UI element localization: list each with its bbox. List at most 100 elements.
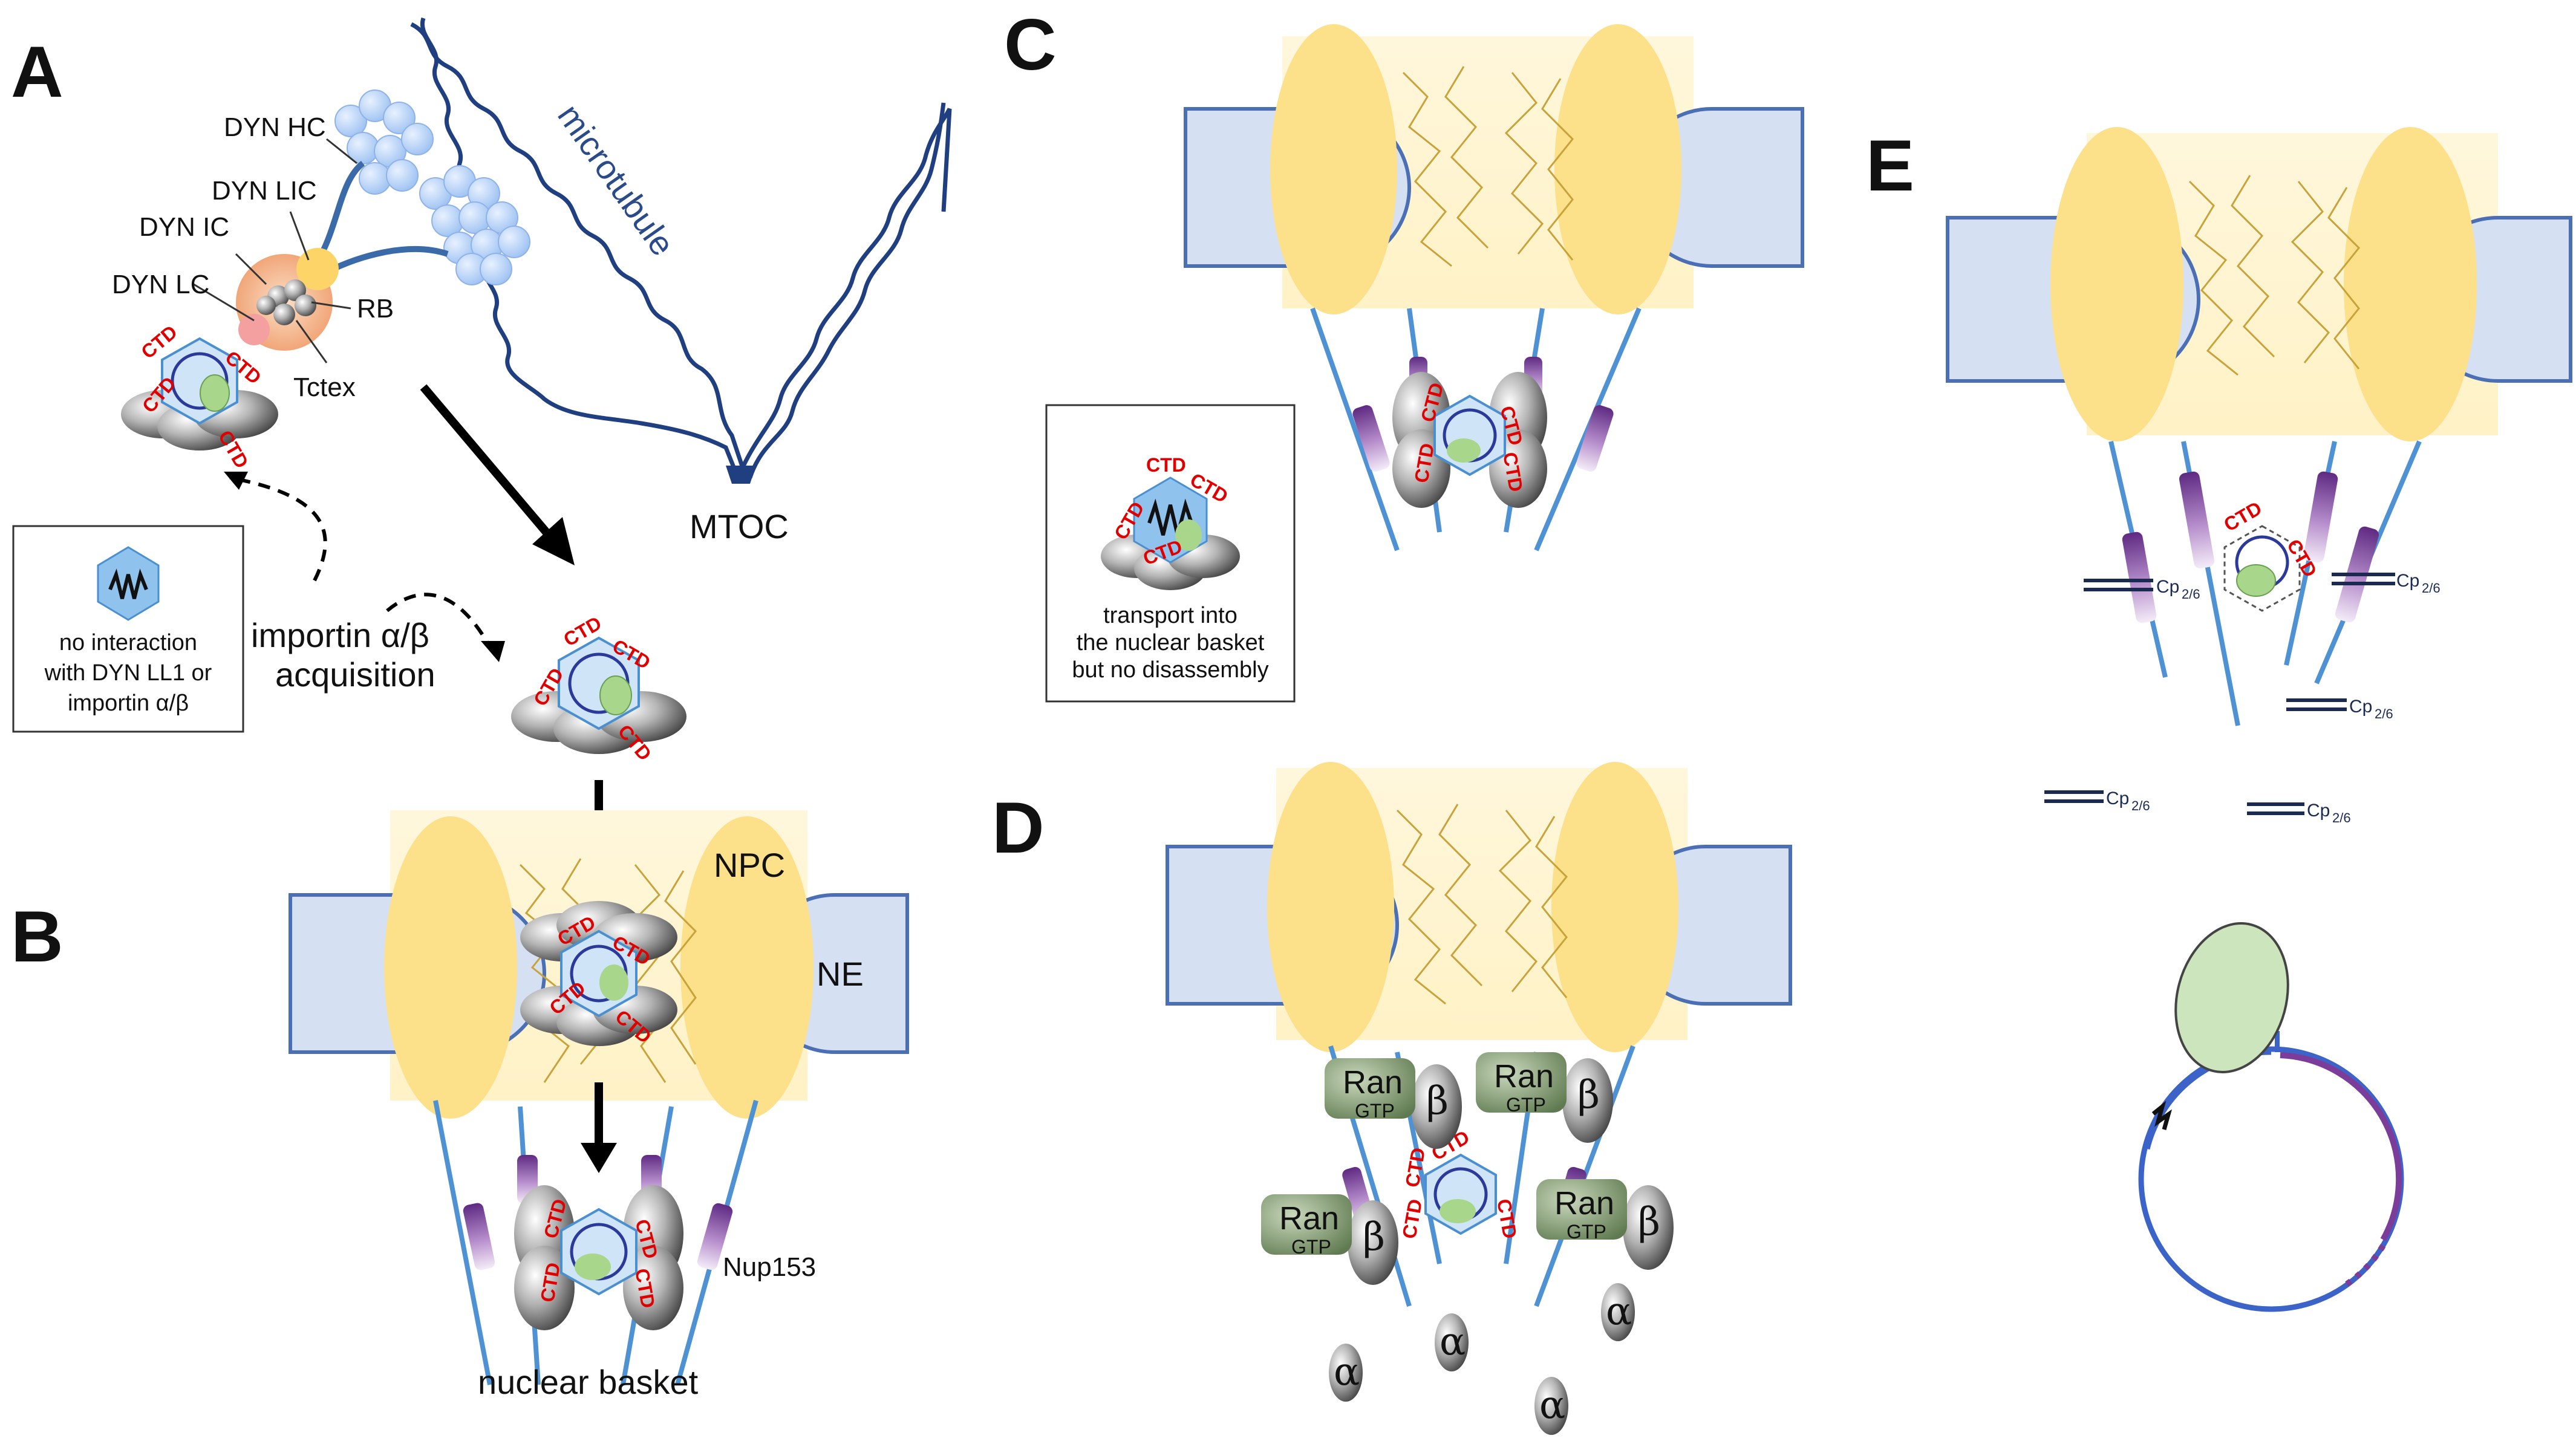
ctd-label: CTD: [1398, 1197, 1426, 1240]
cp-subscript: 2/6: [2332, 810, 2351, 825]
nup153-left: [2122, 532, 2157, 623]
cp-label: Cp: [2106, 789, 2129, 808]
capsid-in-basket: CTD CTD CTD CTD: [514, 1185, 683, 1330]
rb-cluster: [256, 279, 316, 325]
panel-a: A microtubule MTOC: [11, 17, 952, 871]
beta-label: β: [1577, 1073, 1600, 1117]
ne-label: NE: [817, 955, 864, 993]
cp-dimer-2: Cp 2/6: [2332, 571, 2441, 596]
nuclear-basket-label: nuclear basket: [478, 1363, 699, 1401]
npc-ring-left: [1270, 24, 1397, 314]
beta-label: β: [1363, 1215, 1385, 1260]
box-c-line-3: but no disassembly: [1072, 657, 1268, 683]
arrow-to-importin: [420, 384, 560, 547]
ran-gtp-complex-2: Ran GTP β: [1476, 1052, 1613, 1143]
dashed-arrow-forward: [386, 593, 492, 648]
npc-ring-left: [2050, 127, 2183, 441]
ran-label: Ran: [1494, 1058, 1554, 1094]
rb-label: RB: [357, 294, 394, 324]
npc-label: NPC: [714, 846, 785, 884]
alpha-label: α: [1539, 1383, 1565, 1428]
box-c-line-2: the nuclear basket: [1077, 630, 1265, 655]
panel-d: D CTD CTD CTD CTD Ran GTP: [992, 762, 1792, 1435]
dyn-lc-label: DYN LC: [112, 270, 209, 299]
disassembling-capsid: CTD CTD: [2220, 497, 2321, 612]
microtubule-label: microtubule: [550, 97, 682, 262]
dynein-callouts: [193, 138, 357, 363]
ran-gtp-complex-4: Ran GTP β: [1536, 1179, 1674, 1270]
mtoc-label: MTOC: [690, 507, 789, 545]
capsid-importin-complex: CTD CTD CTD CTD: [511, 612, 686, 765]
cp-label: Cp: [2307, 801, 2330, 821]
dynein-heavy-chain: [334, 89, 530, 285]
beta-label: β: [1638, 1200, 1660, 1244]
npc-ring-right: [2344, 127, 2477, 441]
beta-label: β: [1426, 1079, 1449, 1123]
cp-subscript: 2/6: [2131, 798, 2150, 813]
cp-dimer-1: Cp 2/6: [2084, 577, 2200, 602]
cp-label: Cp: [2396, 571, 2419, 591]
nup153-inner-right: [2303, 471, 2338, 563]
panel-c: C CTD CTD CTD CTD: [1004, 4, 1804, 703]
alpha-label: α: [1440, 1319, 1466, 1364]
gtp-label: GTP: [1506, 1094, 1546, 1116]
nup153-right: [1576, 405, 1614, 472]
ran-label: Ran: [1343, 1064, 1403, 1101]
cp-dimer-5: Cp 2/6: [2247, 801, 2351, 825]
panel-label-c: C: [1004, 4, 1057, 85]
microtubule: [410, 17, 952, 484]
nup153-inner-left: [2179, 471, 2215, 569]
fg-nup-mesh: [2188, 175, 2361, 376]
tctex-label: Tctex: [293, 372, 356, 402]
npc-ring-right: [680, 816, 814, 1119]
gtp-label: GTP: [1567, 1221, 1606, 1243]
nup153-left: [1352, 405, 1390, 472]
box-a-line-2: with DYN LL1 or: [44, 660, 212, 686]
free-importin-alpha: α α α α: [1329, 1283, 1635, 1435]
alpha-label: α: [1334, 1350, 1360, 1394]
box-a: no interaction with DYN LL1 or importin …: [12, 525, 244, 733]
ctd-label: CTD: [2220, 497, 2266, 536]
cp-subscript: 2/6: [2182, 587, 2200, 602]
alpha-label: α: [1606, 1289, 1632, 1334]
importin-label-2: acquisition: [275, 655, 435, 694]
box-a-line-1: no interaction: [59, 630, 197, 655]
dashed-arrow-back: [229, 476, 327, 582]
npc-ring-left: [384, 816, 517, 1119]
nup153-label: Nup153: [723, 1252, 816, 1282]
npc-ring-right: [1554, 24, 1681, 314]
fg-nup-mesh: [1396, 804, 1568, 1005]
npc-ring-right: [1551, 762, 1678, 1052]
cp-subscript: 2/6: [2375, 706, 2393, 721]
ctd-label: CTD: [1146, 454, 1186, 476]
box-c-line-1: transport into: [1103, 603, 1237, 628]
importin-label-1: importin α/β: [251, 616, 429, 654]
rcdna-genome: [2138, 922, 2404, 1312]
fg-nup-mesh: [1402, 66, 1574, 267]
dyn-ic-label: DYN IC: [139, 212, 229, 242]
ran-gtp-complex-3: Ran GTP β: [1261, 1194, 1398, 1285]
capsid-in-pore: CTD CTD CTD CTD: [520, 901, 677, 1048]
dyn-lc-blob: [238, 314, 270, 345]
ran-label: Ran: [1279, 1200, 1339, 1237]
nup153-left: [463, 1203, 495, 1270]
ran-gtp-complex-1: Ran GTP β: [1325, 1058, 1462, 1149]
box-c: CTD CTD CTD CTD transport into the nucle…: [1045, 404, 1296, 703]
capsid-in-basket-c: CTD CTD CTD CTD: [1392, 372, 1547, 508]
gtp-label: GTP: [1291, 1236, 1331, 1258]
dyn-lic-label: DYN LIC: [212, 176, 317, 206]
panel-label-d: D: [992, 787, 1045, 868]
cp-subscript: 2/6: [2422, 580, 2441, 596]
capsid-complex-a: CTD CTD CTD CTD: [121, 321, 278, 472]
ran-label: Ran: [1554, 1185, 1614, 1221]
panel-label-b: B: [11, 896, 64, 977]
npc-ring-left: [1267, 762, 1394, 1052]
nup153-right: [697, 1203, 733, 1270]
cp-dimer-3: Cp 2/6: [2286, 697, 2393, 721]
box-a-line-3: importin α/β: [68, 691, 189, 716]
panel-b: B NPC NE CTD CTD CTD CTD: [11, 810, 909, 1401]
panel-label-e: E: [1866, 125, 1914, 206]
panel-label-a: A: [11, 31, 64, 112]
cp-label: Cp: [2156, 577, 2179, 597]
